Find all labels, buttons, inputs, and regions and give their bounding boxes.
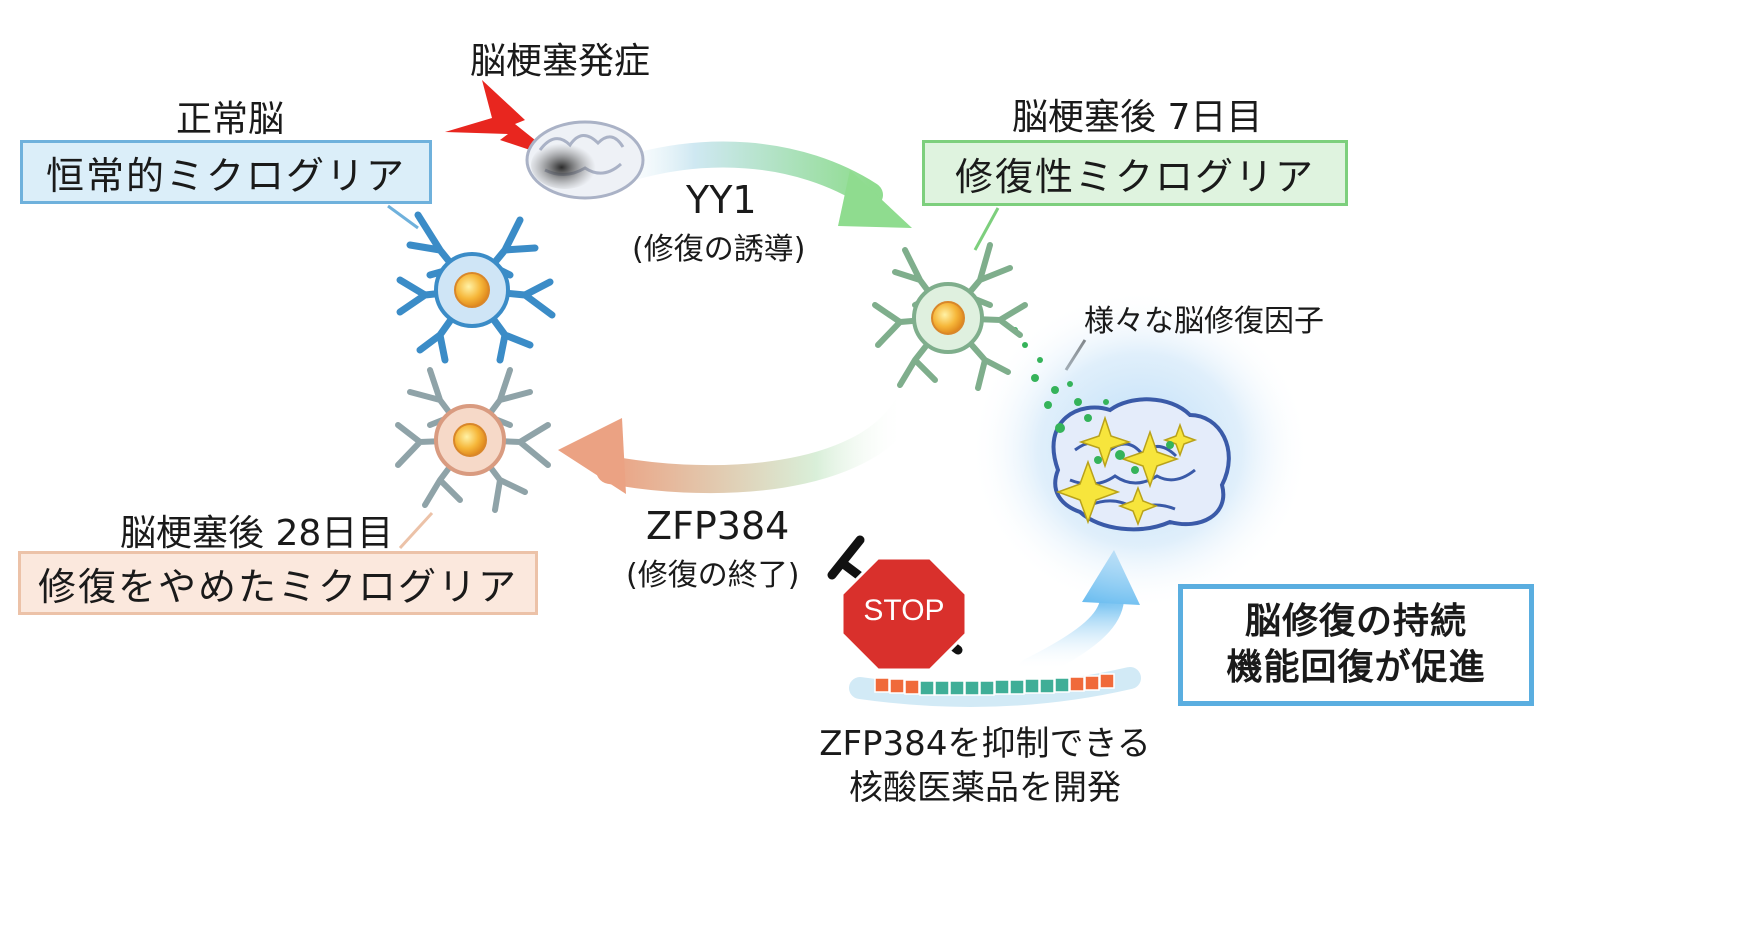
homeostatic-callout-line [387, 204, 419, 230]
stopped-microglia-icon [395, 367, 551, 513]
repair-microglia-icon [872, 242, 1028, 391]
repaired-brain-icon [1051, 397, 1231, 532]
normal-brain-label: 正常脳 [176, 99, 285, 140]
stop-sign-text: STOP [863, 594, 945, 627]
yy1-label: YY1 [686, 178, 757, 222]
lightning-icon [445, 80, 560, 160]
zfp384-sublabel: (修復の終了) [626, 558, 800, 593]
drug-line-2: 核酸医薬品を開発 [849, 768, 1121, 808]
repair-microglia-label: 修復性ミクログリア [954, 154, 1315, 199]
outcome-line-1: 脳修復の持続 [1244, 601, 1467, 642]
repair-factors-label: 様々な脳修復因子 [1084, 304, 1324, 339]
repair-callout-line [973, 207, 1000, 251]
outcome-line-2: 機能回復が促進 [1226, 647, 1486, 688]
day28-label: 脳梗塞後 28日目 [120, 513, 394, 554]
stop-sign-icon [827, 535, 968, 672]
nucleic-acid-drug-icon [849, 667, 1141, 707]
stopped-microglia-label: 修復をやめたミクログリア [37, 564, 518, 609]
day7-label: 脳梗塞後 7日目 [1012, 97, 1263, 138]
onset-label: 脳梗塞発症 [470, 41, 651, 82]
homeostatic-microglia-label: 恒常的ミクログリア [45, 153, 406, 198]
outcome-box: 脳修復の持続 機能回復が促進 [1178, 584, 1534, 706]
yy1-sublabel: (修復の誘導) [632, 232, 806, 267]
infarct-brain-icon [525, 120, 645, 200]
stopped-callout-line [398, 511, 434, 550]
homeostatic-microglia-box: 恒常的ミクログリア [20, 140, 432, 204]
stopped-microglia-box: 修復をやめたミクログリア [18, 551, 538, 615]
zfp384-arrow [558, 396, 919, 494]
repair-microglia-box: 修復性ミクログリア [922, 140, 1348, 206]
zfp384-label: ZFP384 [646, 504, 790, 548]
drug-line-1: ZFP384を抑制できる [819, 724, 1151, 764]
repair-factor-dots [1012, 327, 1174, 474]
homeostatic-microglia-icon [396, 211, 556, 364]
